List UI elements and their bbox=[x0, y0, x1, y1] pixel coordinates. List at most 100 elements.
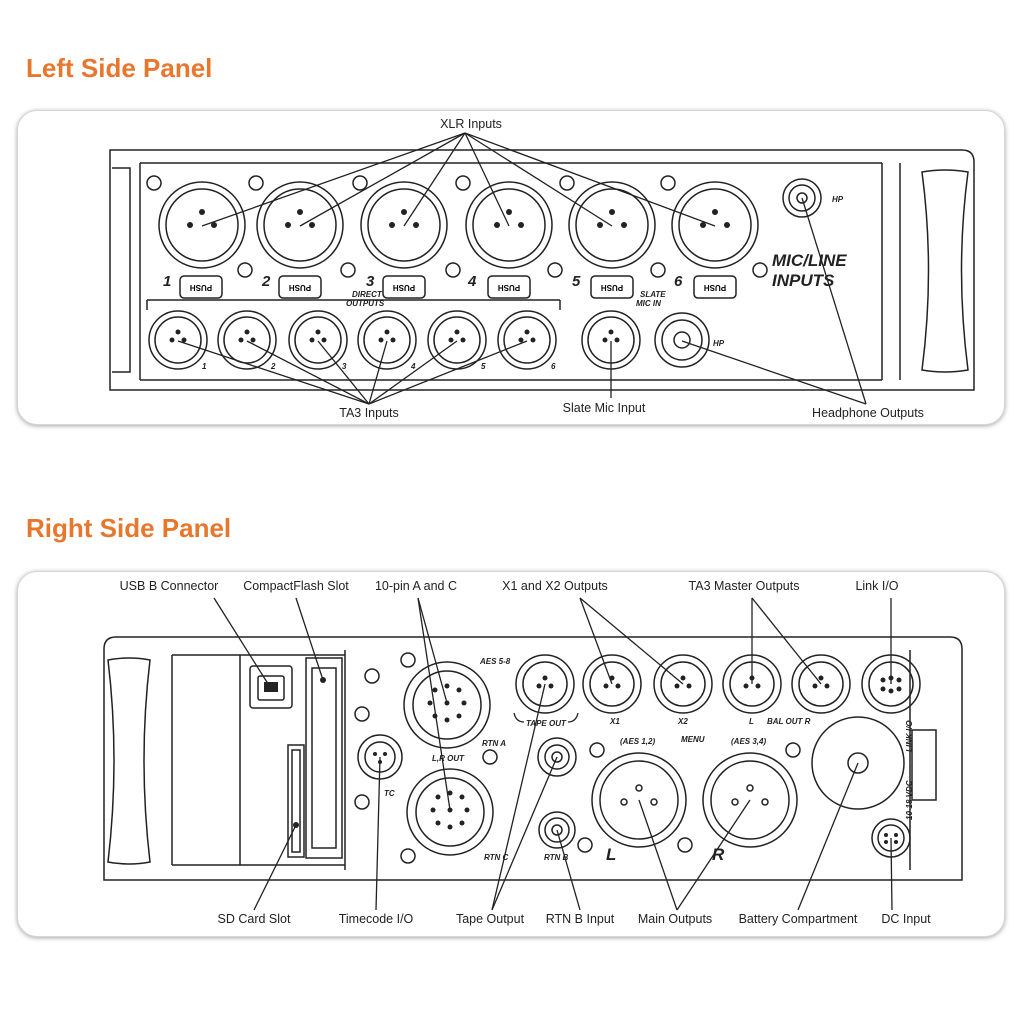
ten-pin-leader-lines bbox=[417, 597, 451, 811]
ta3-input-1[interactable] bbox=[148, 310, 208, 370]
hp-label-bottom: HP bbox=[713, 339, 725, 348]
ten-pin-connector-c[interactable] bbox=[406, 768, 494, 856]
lr-out-label: L,R OUT bbox=[432, 754, 465, 763]
main-outputs-callout: Main Outputs bbox=[638, 912, 712, 926]
push-labels: PUSH PUSH PUSH PUSH PUSH PUSH bbox=[190, 283, 726, 292]
timecode-callout: Timecode I/O bbox=[339, 912, 414, 926]
menu-label: MENU bbox=[681, 735, 705, 744]
screw-icons bbox=[146, 175, 768, 278]
push-release-tabs[interactable] bbox=[179, 275, 737, 299]
main-output-left[interactable] bbox=[591, 752, 687, 848]
main-output-right[interactable] bbox=[702, 752, 798, 848]
tape-return-jack[interactable] bbox=[537, 737, 577, 777]
rtn-b-leader-line bbox=[556, 829, 581, 911]
x1-x2-leader-lines bbox=[579, 597, 684, 685]
xlr-input-4[interactable] bbox=[465, 181, 553, 269]
sd-card-callout: SD Card Slot bbox=[218, 912, 291, 926]
battery-callout: Battery Compartment bbox=[739, 912, 858, 926]
tape-output-leader-lines bbox=[491, 683, 558, 911]
svg-text:5: 5 bbox=[481, 362, 486, 371]
aes-1-2-label: (AES 1,2) bbox=[620, 737, 655, 746]
dc-leader-line bbox=[890, 837, 893, 911]
l-label: L bbox=[749, 717, 754, 726]
compactflash-slot[interactable] bbox=[305, 657, 343, 859]
svg-text:PUSH: PUSH bbox=[190, 283, 212, 292]
direct-outputs-label-1: DIRECT bbox=[352, 290, 383, 299]
big-r-label: R bbox=[712, 845, 725, 864]
xlr-leader-lines bbox=[201, 132, 716, 227]
svg-text:PUSH: PUSH bbox=[393, 283, 415, 292]
sd-leader-line bbox=[253, 824, 297, 911]
svg-text:6: 6 bbox=[551, 362, 556, 371]
dc-input-callout: DC Input bbox=[881, 912, 931, 926]
slate-mic-label-1: SLATE bbox=[640, 290, 666, 299]
tc-leader-line bbox=[375, 756, 381, 911]
headphone-leader-lines bbox=[681, 197, 867, 405]
battery-compartment[interactable] bbox=[811, 716, 905, 810]
main-outputs-leader-lines bbox=[638, 799, 751, 911]
sd-card-slot[interactable] bbox=[287, 744, 305, 858]
svg-text:4: 4 bbox=[410, 362, 416, 371]
svg-text:PUSH: PUSH bbox=[704, 283, 726, 292]
cf-leader-line bbox=[295, 597, 324, 681]
x2-output[interactable] bbox=[653, 654, 713, 714]
xlr-input-6[interactable] bbox=[671, 181, 759, 269]
xlr-input-2[interactable] bbox=[256, 181, 344, 269]
ta3-input-3[interactable] bbox=[288, 310, 348, 370]
xlr-input-1[interactable] bbox=[158, 181, 246, 269]
usb-b-callout: USB B Connector bbox=[120, 579, 219, 593]
slate-mic-input-callout: Slate Mic Input bbox=[563, 401, 646, 415]
svg-text:PUSH: PUSH bbox=[601, 283, 623, 292]
rtn-c-label: RTN C bbox=[484, 853, 509, 862]
hp-label-top: HP bbox=[832, 195, 844, 204]
compactflash-callout: CompactFlash Slot bbox=[243, 579, 349, 593]
right-panel-card bbox=[17, 571, 1005, 937]
ten-pin-callout: 10-pin A and C bbox=[375, 579, 457, 593]
tape-out-connector[interactable] bbox=[515, 654, 575, 714]
svg-text:4: 4 bbox=[467, 273, 477, 290]
svg-text:PUSH: PUSH bbox=[498, 283, 520, 292]
aes-5-8-label: AES 5-8 bbox=[479, 657, 511, 666]
right-device-body bbox=[103, 636, 963, 881]
headphone-mini-jack[interactable] bbox=[782, 178, 822, 218]
channel-numbers: 1 2 3 4 5 6 bbox=[163, 273, 683, 290]
tape-out-label: TAPE OUT bbox=[526, 719, 567, 728]
xlr-input-5[interactable] bbox=[568, 181, 656, 269]
xlr-input-3[interactable] bbox=[360, 181, 448, 269]
link-io-callout: Link I/O bbox=[855, 579, 898, 593]
svg-text:3: 3 bbox=[366, 273, 375, 290]
ten-pin-connector-a[interactable] bbox=[403, 661, 491, 749]
mic-line-label-2: INPUTS bbox=[772, 271, 835, 290]
tape-out-bracket-left bbox=[513, 712, 525, 723]
ta3-master-callout: TA3 Master Outputs bbox=[689, 579, 800, 593]
x1-output[interactable] bbox=[582, 654, 642, 714]
svg-text:6: 6 bbox=[674, 273, 683, 290]
headphone-outputs-callout: Headphone Outputs bbox=[812, 406, 924, 420]
rtn-b-callout: RTN B Input bbox=[546, 912, 615, 926]
screw-icons-right bbox=[354, 652, 801, 864]
link-io-label: LINK I/O bbox=[905, 720, 914, 752]
ta3-input-6[interactable] bbox=[497, 310, 557, 370]
x1-label: X1 bbox=[609, 717, 620, 726]
x1-x2-callout: X1 and X2 Outputs bbox=[502, 579, 608, 593]
svg-text:1: 1 bbox=[163, 273, 171, 290]
ta3-master-right[interactable] bbox=[791, 654, 851, 714]
svg-text:2: 2 bbox=[261, 273, 271, 290]
svg-text:3: 3 bbox=[342, 362, 347, 371]
usb-leader-line bbox=[213, 597, 271, 688]
left-panel-heading: Left Side Panel bbox=[26, 53, 213, 83]
rtn-b-connector[interactable] bbox=[538, 811, 576, 849]
svg-text:5: 5 bbox=[572, 273, 581, 290]
link-io-connector[interactable] bbox=[861, 654, 921, 714]
ta3-inputs-callout: TA3 Inputs bbox=[339, 406, 399, 420]
ta3-master-leader-lines bbox=[751, 597, 822, 685]
ta3-input-2[interactable] bbox=[217, 310, 277, 370]
usb-b-connector[interactable] bbox=[249, 665, 293, 709]
headphone-quarter-jack[interactable] bbox=[654, 312, 710, 368]
tape-out-bracket-right bbox=[567, 712, 579, 723]
rtn-a-label: RTN A bbox=[482, 739, 506, 748]
aes-3-4-label: (AES 3,4) bbox=[731, 737, 766, 746]
ta3-input-4[interactable] bbox=[357, 310, 417, 370]
slate-mic-label-2: MIC IN bbox=[636, 299, 661, 308]
